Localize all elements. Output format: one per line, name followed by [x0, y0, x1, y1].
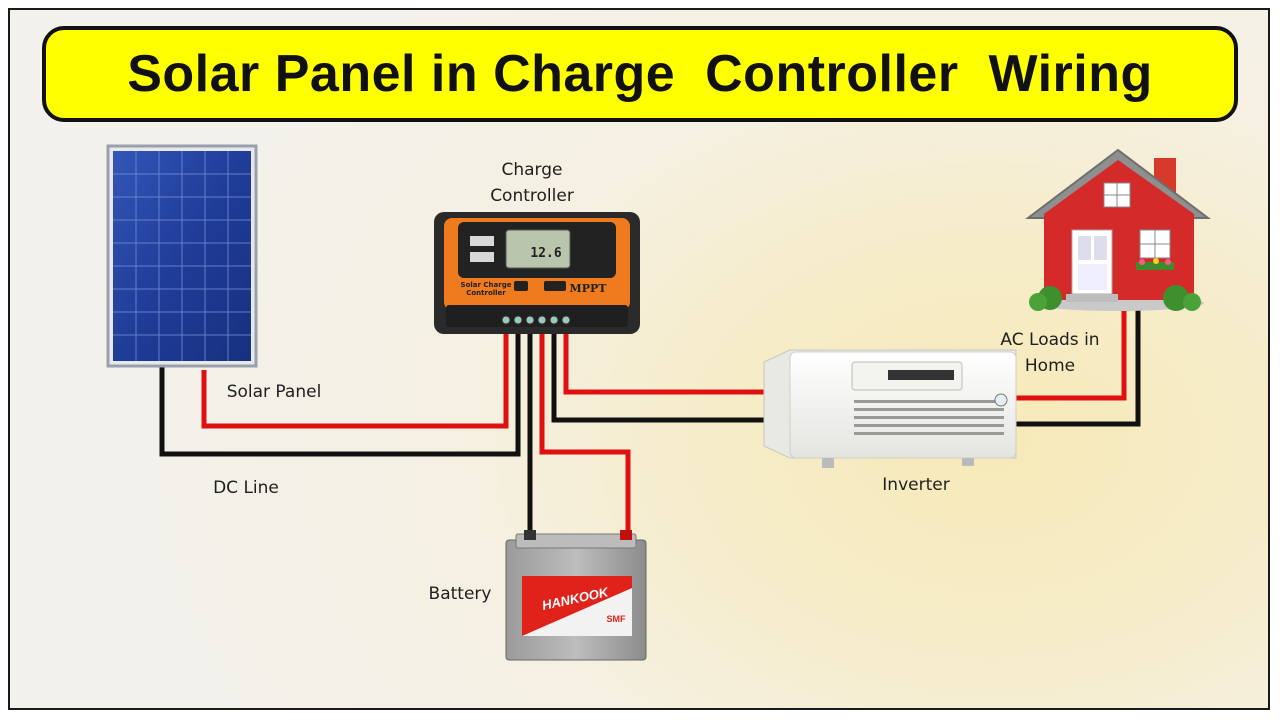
- controller-model-text: MPPT: [570, 282, 608, 295]
- battery-image: HANKOOK SMF: [505, 530, 647, 661]
- controller-brand-text: Solar Charge: [461, 281, 512, 289]
- inverter-label: Inverter: [882, 475, 950, 495]
- ac-loads-label-line1: AC Loads in: [1000, 330, 1100, 350]
- ac-loads-label: AC Loads in Home: [978, 327, 1122, 379]
- ac-loads-label-line2: Home: [1024, 356, 1076, 376]
- controller-display-readout: 12.6: [530, 246, 561, 261]
- charge-controller-label-line2: Controller: [490, 186, 574, 206]
- ac-neutral-wire: [1014, 300, 1141, 427]
- inverter-negative-wire: [551, 320, 770, 423]
- wires: [159, 300, 1141, 540]
- title-banner: Solar Panel in Charge Controller Wiring: [42, 26, 1238, 122]
- charge-controller-label: Charge Controller: [462, 157, 602, 209]
- solar-panel-label: Solar Panel: [226, 382, 322, 402]
- battery-label: Battery: [428, 584, 492, 604]
- solar-negative-wire: [159, 320, 521, 457]
- charge-controller-image: 12.6 Solar Charge Controller MPPT: [434, 212, 640, 334]
- battery-positive-wire: [539, 320, 631, 540]
- dc-line-label: DC Line: [213, 478, 279, 498]
- battery-tag-text: SMF: [607, 614, 627, 624]
- inverter-image: [763, 349, 1017, 468]
- solar-positive-wire: [201, 320, 509, 429]
- charge-controller-label-line1: Charge: [501, 160, 563, 180]
- house-image: [1025, 148, 1211, 311]
- page-title: Solar Panel in Charge Controller Wiring: [127, 45, 1153, 103]
- controller-brand-text-2: Controller: [466, 289, 506, 297]
- inverter-positive-wire: [563, 320, 770, 395]
- ac-live-wire: [1014, 300, 1127, 401]
- solar-panel-image: [106, 144, 258, 368]
